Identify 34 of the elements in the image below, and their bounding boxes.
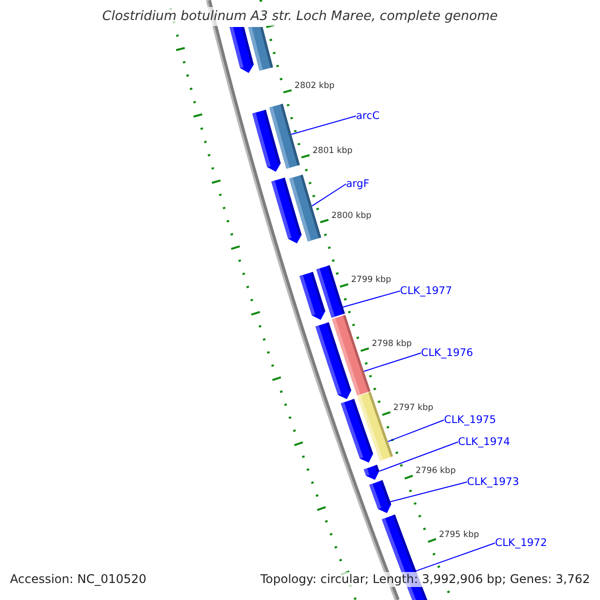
gene-block bbox=[230, 27, 254, 73]
scale-label: 2796 kbp bbox=[416, 466, 456, 476]
gene-label: CLK_1974 bbox=[458, 436, 510, 448]
leader-line bbox=[342, 290, 400, 308]
gene-label: CLK_1973 bbox=[467, 476, 520, 488]
gene-block bbox=[364, 464, 380, 480]
leader-line bbox=[416, 542, 496, 572]
gene-label: arcC bbox=[356, 110, 380, 122]
gene-bar bbox=[269, 104, 300, 169]
genome-summary: Topology: circular; Length: 3,992,906 bp; Genes: 3,762 bbox=[258, 572, 592, 587]
gene-bar bbox=[248, 27, 274, 71]
gene-bar bbox=[332, 314, 370, 396]
leader-line bbox=[378, 442, 458, 472]
accession-label: Accession: NC_010520 bbox=[8, 572, 148, 587]
gene-label: CLK_1976 bbox=[421, 347, 474, 359]
gene-bar bbox=[357, 392, 394, 461]
gene-bar bbox=[316, 265, 345, 318]
scale-label: 2802 kbp bbox=[294, 80, 335, 91]
gene-label: argF bbox=[346, 178, 370, 190]
gene-block bbox=[369, 480, 392, 514]
leader-line bbox=[363, 352, 422, 372]
leader-line bbox=[387, 420, 444, 442]
leader-line bbox=[311, 184, 346, 207]
gene-label: CLK_1972 bbox=[495, 537, 548, 549]
leader-line bbox=[390, 482, 468, 502]
leader-line bbox=[290, 116, 356, 135]
scale-label: 2800 kbp bbox=[331, 210, 372, 220]
scale-label: 2798 kbp bbox=[372, 339, 412, 349]
gene-bar bbox=[289, 174, 322, 242]
gene-label: CLK_1975 bbox=[444, 414, 496, 426]
scale-label: 2801 kbp bbox=[312, 146, 353, 156]
scale-label: 2795 kbp bbox=[438, 530, 479, 540]
scale-label: 2797 kbp bbox=[393, 402, 434, 413]
gene-label: CLK_1977 bbox=[400, 285, 452, 297]
